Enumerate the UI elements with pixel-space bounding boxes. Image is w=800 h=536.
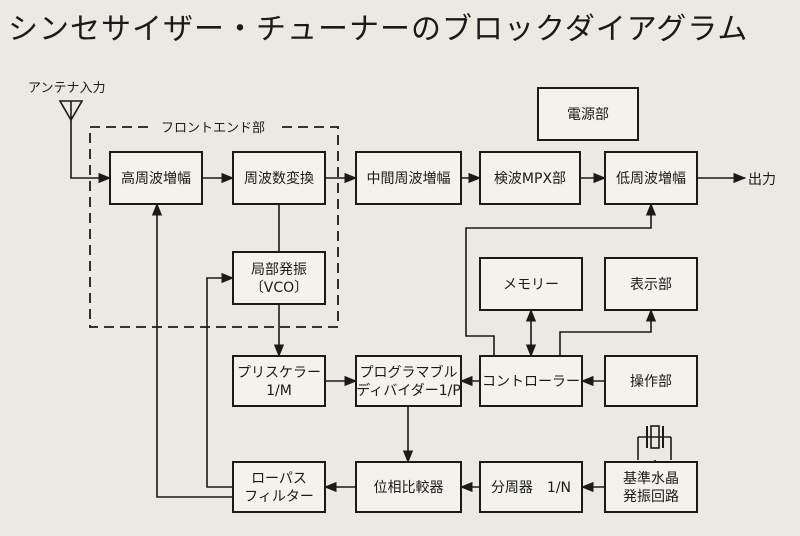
block-detector-mpx: 検波MPX部 [479, 151, 581, 205]
block-phase-comp: 位相比較器 [355, 461, 462, 513]
block-operation-text: 操作部 [630, 374, 672, 390]
block-memory-text: メモリー [503, 277, 559, 293]
page-title: シンセサイザー・チューナーのブロックダイアグラム [8, 12, 749, 47]
block-af-amp: 低周波増幅 [604, 151, 698, 205]
block-ref-osc-text: 発振回路 [623, 489, 679, 505]
block-mixer-text: 周波数変換 [244, 170, 314, 187]
block-if-amp-text: 中間周波増幅 [367, 171, 451, 187]
block-rf-amp: 高周波増幅 [109, 151, 203, 205]
wire-18 [559, 308, 657, 356]
crystal-icon [637, 425, 672, 460]
wire-19 [465, 202, 657, 356]
output-label: 出力 [748, 172, 776, 188]
block-power: 電源部 [537, 87, 639, 141]
wire-13 [206, 272, 235, 488]
block-operation: 操作部 [604, 355, 698, 407]
block-detector-mpx-text: 検波MPX部 [494, 171, 566, 187]
block-power-text: 電源部 [567, 107, 609, 123]
block-local-osc-text: 局部発振 [251, 262, 307, 278]
front-end-label: フロントエンド部 [161, 121, 265, 136]
block-ref-osc-text: 基準水晶 [623, 470, 679, 487]
front-end-label-bg [148, 118, 278, 136]
block-display-text: 表示部 [630, 277, 672, 293]
block-memory: メモリー [479, 257, 583, 311]
block-prog-divider-text: プログラマブル [360, 364, 458, 381]
block-mixer: 周波数変換 [232, 151, 326, 205]
block-controller-text: コントローラー [482, 374, 580, 390]
block-rf-amp-text: 高周波増幅 [121, 170, 191, 187]
block-prescaler-text: プリスケラー [237, 365, 321, 381]
block-prescaler: プリスケラー 1/M [232, 355, 326, 407]
signal-wires [70, 120, 747, 498]
block-prog-divider-text: ディバイダー1/P [356, 382, 461, 399]
block-controller: コントローラー [479, 355, 583, 407]
antenna-input-label: アンテナ入力 [28, 81, 105, 96]
block-divider-n-text: 分周器 1/N [491, 480, 571, 496]
block-if-amp: 中間周波増幅 [355, 151, 462, 205]
block-divider-n: 分周器 1/N [479, 461, 583, 513]
block-phase-comp-text: 位相比較器 [374, 480, 444, 496]
block-display: 表示部 [604, 257, 698, 311]
block-local-osc-text: 〔VCO〕 [250, 280, 308, 296]
block-lowpass-text: ローパス [251, 471, 307, 487]
antenna-icon [58, 100, 84, 122]
wire-14 [151, 202, 233, 498]
block-lowpass-text: フィルター [244, 489, 314, 505]
block-local-osc: 局部発振〔VCO〕 [232, 251, 326, 305]
block-af-amp-text: 低周波増幅 [616, 171, 686, 187]
block-prescaler-text: 1/M [266, 383, 292, 399]
wire-0 [70, 120, 112, 184]
